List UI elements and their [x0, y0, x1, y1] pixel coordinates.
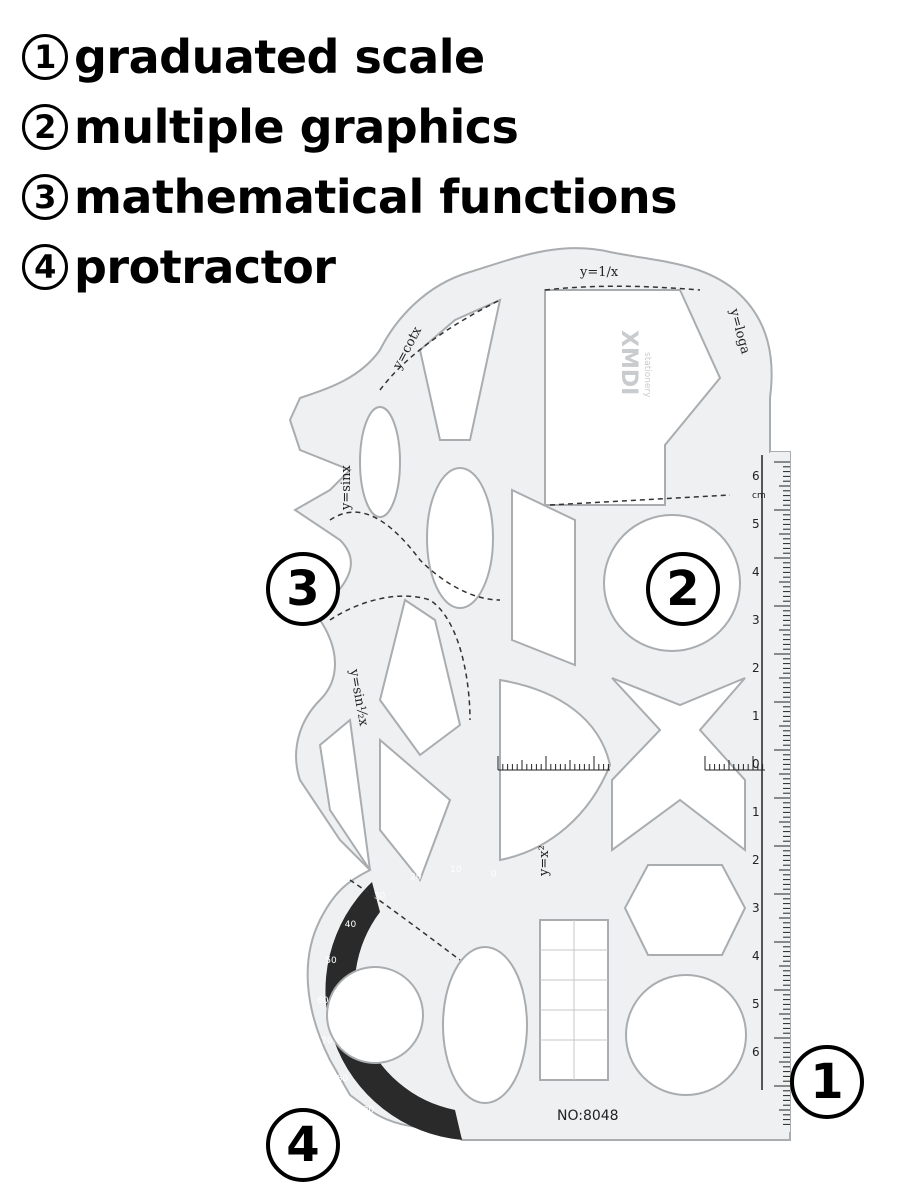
mini-scale-left [497, 756, 610, 771]
feature-label: multiple graphics [74, 100, 519, 154]
protractor-number: 40 [345, 920, 357, 930]
circle-cutout-bottom-right [625, 974, 747, 1096]
circle-cutout-protractor [326, 966, 424, 1064]
function-label-square: y=x² [537, 845, 552, 877]
model-number: NO:8048 [557, 1108, 619, 1124]
scale-unit: cm [752, 491, 766, 501]
scale-number: 2 [752, 853, 760, 867]
scale-number: 5 [752, 517, 760, 531]
scale-numbers-lower: 1 2 3 4 5 6 [752, 805, 760, 1059]
scale-number: 4 [752, 565, 760, 579]
protractor-number: 80 [337, 1074, 349, 1084]
ellipse-cutout-upper [359, 406, 401, 518]
protractor-band [325, 882, 462, 1140]
feature-number: 2 [22, 104, 68, 150]
ellipse-cutout-middle [426, 467, 494, 609]
scale-number: 1 [752, 805, 760, 819]
feature-label: mathematical functions [74, 170, 678, 224]
scale-number: 2 [752, 661, 760, 675]
feature-list: 1 graduated scale 2 multiple graphics 3 … [22, 22, 678, 302]
scale-number: 3 [752, 901, 760, 915]
feature-protractor: 4 protractor [22, 232, 677, 302]
protractor-number: 90 [363, 1106, 375, 1116]
callout-multiple-graphics: 2 [646, 552, 720, 626]
protractor-number: 60 [317, 996, 329, 1006]
scale-number: 3 [752, 613, 760, 627]
protractor-number: 70 [321, 1036, 333, 1046]
function-label-sin: y=sinx [339, 465, 354, 511]
triangle-cutout [318, 718, 371, 871]
feature-multiple-graphics: 2 multiple graphics [22, 92, 677, 162]
brand-watermark: XMDI [616, 330, 641, 395]
protractor-scale-numbers: 0 10 20 30 40 50 60 70 80 90 [317, 865, 497, 1115]
scale-number: 4 [752, 949, 760, 963]
protractor-number: 10 [450, 865, 462, 875]
protractor-number: 20 [410, 873, 422, 883]
scale-number: 5 [752, 997, 760, 1011]
scale-number: 6 [752, 1045, 760, 1059]
callout-number: 2 [666, 561, 700, 617]
protractor-number: 50 [325, 956, 337, 966]
protractor-number: 30 [374, 891, 386, 901]
scale-number: 0 [752, 757, 760, 771]
feature-number: 4 [22, 244, 68, 290]
feature-label: graduated scale [74, 30, 485, 84]
diamond-cutout [378, 598, 462, 757]
hexagon-cutout [623, 864, 747, 956]
callout-number: 1 [810, 1054, 844, 1110]
parallelogram-cutout [511, 488, 576, 667]
star-cutout [611, 677, 746, 853]
scale-number: 6 [752, 469, 760, 483]
function-curves [329, 285, 731, 961]
mini-scale-right [704, 756, 765, 771]
callout-graduated-scale: 1 [790, 1045, 864, 1119]
function-label-reciprocal: y=1/x [579, 265, 619, 280]
ellipse-cutout-lower [442, 946, 528, 1104]
callout-mathematical-functions: 3 [266, 552, 340, 626]
brand-subtitle: stationery [642, 352, 652, 398]
feature-graduated-scale: 1 graduated scale [22, 22, 677, 92]
protractor-number: 0 [491, 870, 497, 880]
scale-numbers-upper: 6 5 4 3 2 1 0 [752, 469, 760, 771]
wedge-cutout [379, 737, 452, 882]
side-scale [761, 452, 790, 1132]
callout-protractor: 4 [266, 1108, 340, 1182]
feature-number: 1 [22, 34, 68, 80]
grid-lines [540, 920, 608, 1080]
feature-label: protractor [74, 240, 336, 294]
feature-mathematical-functions: 3 mathematical functions [22, 162, 678, 232]
callout-number: 4 [286, 1117, 320, 1173]
callout-number: 3 [286, 561, 320, 617]
feature-number: 3 [22, 174, 68, 220]
scale-number: 1 [752, 709, 760, 723]
